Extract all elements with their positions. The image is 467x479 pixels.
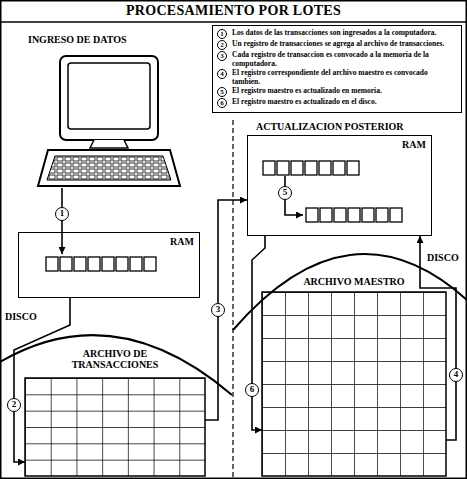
flow-arrow xyxy=(420,236,456,440)
callout-circle: 5 xyxy=(278,186,292,200)
callout-number: 6 xyxy=(217,98,227,108)
label-holder: DISCO xyxy=(427,252,459,263)
step-item: 4 El registro correspondiente del archivo… xyxy=(217,69,457,86)
record-array xyxy=(262,160,360,176)
memory-label: RAM xyxy=(19,233,199,247)
computer-icon xyxy=(38,56,180,186)
divider xyxy=(232,120,233,479)
memory-box: RAM xyxy=(18,232,200,298)
callout-number: 4 xyxy=(217,69,227,79)
file-heading: ARCHIVO MAESTRO xyxy=(262,276,446,287)
callout-number: 2 xyxy=(8,399,20,411)
callout-number: 4 xyxy=(450,369,462,381)
disk-file: ARCHIVO MAESTRO xyxy=(262,276,446,476)
section-heading: ACTUALIZACION POSTERIOR xyxy=(256,121,404,132)
step-item: 5 El registro maestro es actualizado en m… xyxy=(217,87,457,97)
step-text: El registro maestro es actualizado en el… xyxy=(232,98,377,107)
callout-number: 2 xyxy=(217,40,227,50)
record-array xyxy=(45,256,157,272)
disk-label: DISCO xyxy=(427,252,459,263)
callout-number: 1 xyxy=(217,29,227,39)
steps-box: 1 Los datos de las transacciones son ingr… xyxy=(212,25,462,113)
file-grid xyxy=(25,378,205,476)
step-text: Los datos de las transacciones son ingre… xyxy=(232,29,436,38)
callout-circle: 1 xyxy=(55,207,69,221)
memory-box: RAM xyxy=(247,135,432,236)
callout-number: 5 xyxy=(217,87,227,97)
callout-circle: 2 xyxy=(7,398,21,412)
flow-arrow xyxy=(61,188,63,254)
memory-label: RAM xyxy=(248,136,431,150)
step-item: 2 Un registro de transacciones se agrega … xyxy=(217,40,457,50)
label-holder: ACTUALIZACION POSTERIOR xyxy=(256,121,404,132)
step-item: 6 El registro maestro es actualizado en e… xyxy=(217,98,457,108)
file-heading: ARCHIVO DE TRANSACCIONES xyxy=(60,348,170,370)
disk-file: ARCHIVO DE TRANSACCIONES xyxy=(25,348,205,476)
label-holder: INGRESO DE DATOS xyxy=(28,34,127,45)
section-heading: INGRESO DE DATOS xyxy=(28,34,127,45)
callout-number: 1 xyxy=(56,208,68,220)
record-array xyxy=(305,207,403,223)
disk-label: DISCO xyxy=(5,311,37,322)
step-text: El registro maestro es actualizado en me… xyxy=(232,87,382,96)
step-text: Cada registro de transaccion es convocad… xyxy=(232,51,457,68)
callout-number: 3 xyxy=(217,51,227,61)
step-text: El registro correspondiente del archivo … xyxy=(232,69,457,86)
step-item: 1 Los datos de las transacciones son ingr… xyxy=(217,29,457,39)
callout-circle: 6 xyxy=(245,383,259,397)
callout-number: 5 xyxy=(279,187,291,199)
callout-circle: 4 xyxy=(449,368,463,382)
flow-arrow xyxy=(205,200,247,420)
callout-number: 6 xyxy=(246,384,258,396)
callout-circle: 3 xyxy=(211,303,225,317)
flow-arrow xyxy=(14,298,70,462)
step-text: Un registro de transacciones se agrega a… xyxy=(232,40,444,49)
diagram-title: PROCESAMIENTO POR LOTES xyxy=(0,0,467,22)
file-grid xyxy=(262,292,446,476)
label-holder: DISCO xyxy=(5,311,37,322)
flow-arrow xyxy=(252,236,265,430)
title-rule xyxy=(0,21,467,23)
step-item: 3 Cada registro de transaccion es convoca… xyxy=(217,51,457,68)
callout-number: 3 xyxy=(212,304,224,316)
